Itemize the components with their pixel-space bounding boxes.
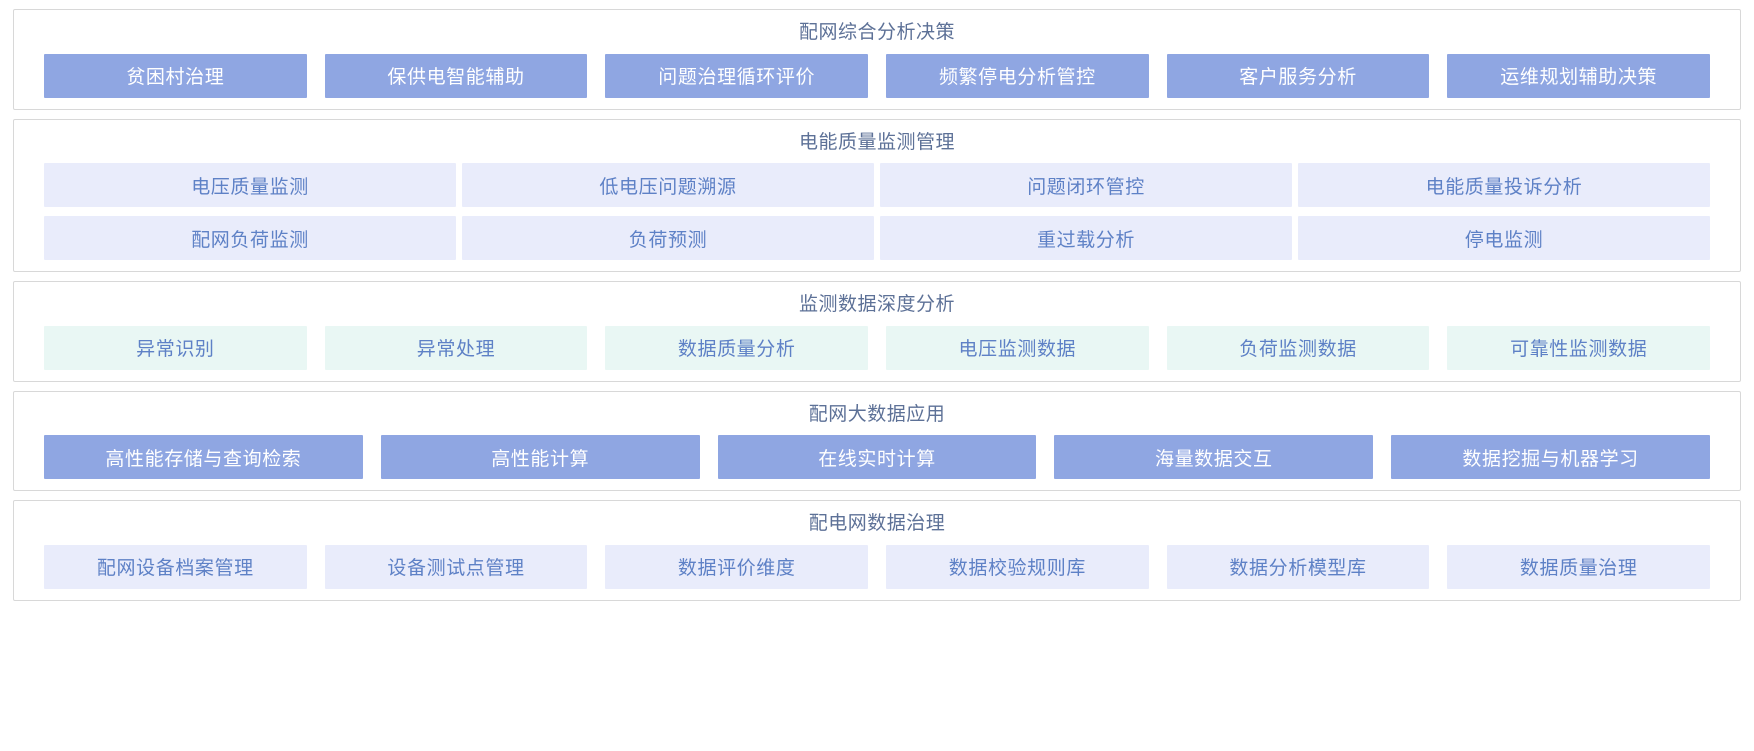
- panel-comprehensive-analysis-decision: 配网综合分析决策 贫困村治理 保供电智能辅助 问题治理循环评价 频繁停电分析管控…: [13, 9, 1741, 110]
- chip-row: 高性能存储与查询检索 高性能计算 在线实时计算 海量数据交互 数据挖掘与机器学习: [14, 435, 1740, 480]
- panel-power-quality-monitoring-management: 电能质量监测管理 电压质量监测 低电压问题溯源 问题闭环管控 电能质量投诉分析 …: [13, 118, 1741, 273]
- chip-high-performance-storage-query[interactable]: 高性能存储与查询检索: [44, 435, 363, 480]
- chip-row: 配网负荷监测 负荷预测 重过载分析 停电监测: [14, 216, 1740, 261]
- chip-anomaly-handling[interactable]: 异常处理: [324, 325, 588, 370]
- panel-distribution-network-data-governance: 配电网数据治理 配网设备档案管理 设备测试点管理 数据评价维度 数据校验规则库 …: [13, 500, 1741, 601]
- chip-voltage-monitoring-data[interactable]: 电压监测数据: [886, 325, 1149, 370]
- panel-title: 配网综合分析决策: [798, 22, 955, 43]
- chip-online-realtime-computing[interactable]: 在线实时计算: [717, 435, 1037, 480]
- panel-distribution-bigdata-application: 配网大数据应用 高性能存储与查询检索 高性能计算 在线实时计算 海量数据交互 数…: [13, 390, 1741, 492]
- chip-equipment-test-point-management[interactable]: 设备测试点管理: [324, 544, 588, 589]
- chip-problem-closed-loop-control[interactable]: 问题闭环管控: [880, 163, 1292, 208]
- panel-title: 电能质量监测管理: [798, 131, 955, 153]
- chip-problem-governance-cycle-evaluation[interactable]: 问题治理循环评价: [605, 53, 869, 98]
- chip-overload-analysis[interactable]: 重过载分析: [880, 216, 1292, 261]
- chip-data-mining-machine-learning[interactable]: 数据挖掘与机器学习: [1391, 435, 1710, 480]
- chip-data-quality-analysis[interactable]: 数据质量分析: [605, 325, 869, 370]
- chip-data-evaluation-dimension[interactable]: 数据评价维度: [605, 544, 869, 589]
- panel-title: 配电网数据治理: [808, 513, 946, 535]
- chip-load-monitoring-data[interactable]: 负荷监测数据: [1166, 325, 1430, 370]
- chip-poor-village-governance[interactable]: 贫困村治理: [44, 53, 307, 98]
- chip-power-supply-smart-assist[interactable]: 保供电智能辅助: [324, 53, 588, 98]
- chip-distribution-load-monitoring[interactable]: 配网负荷监测: [44, 216, 456, 261]
- chip-anomaly-identification[interactable]: 异常识别: [44, 325, 307, 370]
- chip-distribution-equipment-archive-management[interactable]: 配网设备档案管理: [44, 544, 307, 589]
- chip-om-planning-decision-support[interactable]: 运维规划辅助决策: [1447, 53, 1711, 98]
- chip-row: 配网设备档案管理 设备测试点管理 数据评价维度 数据校验规则库 数据分析模型库 …: [14, 544, 1740, 589]
- chip-low-voltage-problem-tracing[interactable]: 低电压问题溯源: [462, 163, 874, 208]
- chip-power-quality-complaint-analysis[interactable]: 电能质量投诉分析: [1298, 163, 1710, 208]
- chip-row: 贫困村治理 保供电智能辅助 问题治理循环评价 频繁停电分析管控 客户服务分析 运…: [14, 53, 1740, 98]
- chip-customer-service-analysis[interactable]: 客户服务分析: [1166, 53, 1430, 98]
- panel-title: 监测数据深度分析: [798, 294, 955, 316]
- chip-massive-data-interaction[interactable]: 海量数据交互: [1054, 435, 1374, 480]
- chip-reliability-monitoring-data[interactable]: 可靠性监测数据: [1447, 325, 1711, 370]
- panel-title: 配网大数据应用: [808, 403, 946, 425]
- chip-data-analysis-model-library[interactable]: 数据分析模型库: [1166, 544, 1430, 589]
- chip-data-quality-governance[interactable]: 数据质量治理: [1447, 544, 1711, 589]
- chip-high-performance-computing[interactable]: 高性能计算: [380, 435, 700, 480]
- panel-monitoring-data-deep-analysis: 监测数据深度分析 异常识别 异常处理 数据质量分析 电压监测数据 负荷监测数据 …: [13, 281, 1741, 382]
- chip-outage-monitoring[interactable]: 停电监测: [1298, 216, 1710, 261]
- chip-data-validation-rule-library[interactable]: 数据校验规则库: [886, 544, 1149, 589]
- chip-row: 异常识别 异常处理 数据质量分析 电压监测数据 负荷监测数据 可靠性监测数据: [14, 325, 1740, 370]
- chip-frequent-outage-analysis-control[interactable]: 频繁停电分析管控: [886, 53, 1149, 98]
- chip-row: 电压质量监测 低电压问题溯源 问题闭环管控 电能质量投诉分析: [14, 163, 1740, 208]
- chip-voltage-quality-monitoring[interactable]: 电压质量监测: [44, 163, 456, 208]
- chip-load-forecasting[interactable]: 负荷预测: [462, 216, 874, 261]
